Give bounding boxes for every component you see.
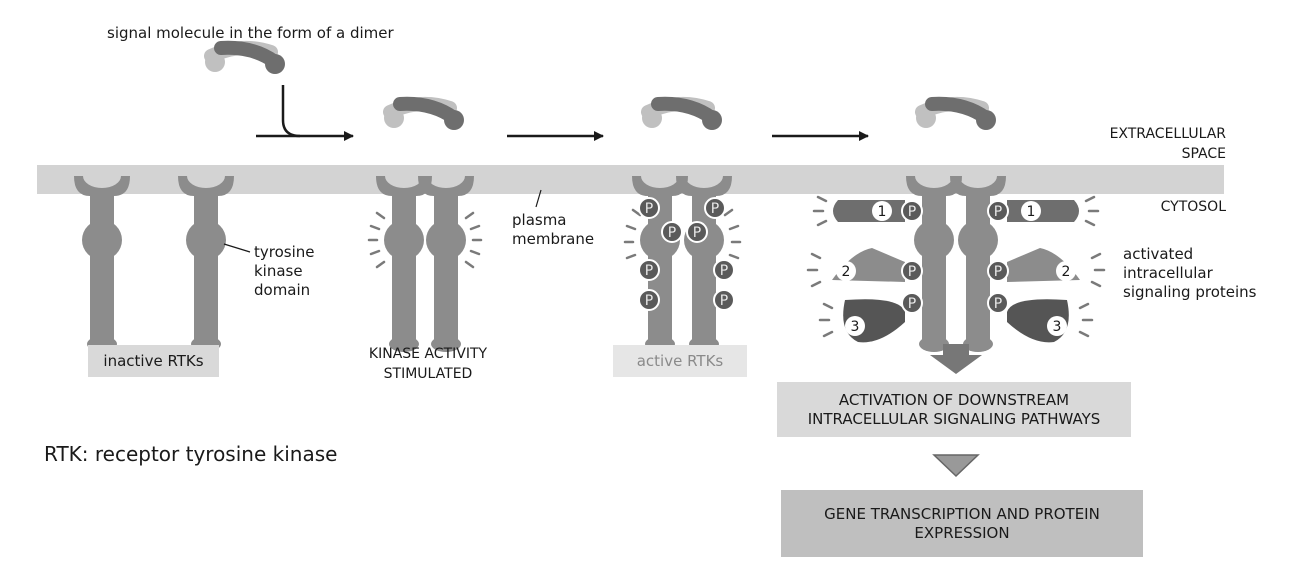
downstream-line2: INTRACELLULAR SIGNALING PATHWAYS bbox=[807, 409, 1101, 428]
label-kinase-activity-line2: STIMULATED bbox=[384, 366, 473, 382]
phosphate-marker: P bbox=[901, 200, 923, 222]
active-rtks-box: active RTKs bbox=[613, 345, 747, 377]
phosphate-marker-label: P bbox=[994, 264, 1002, 280]
phosphate-marker: P bbox=[987, 200, 1009, 222]
phosphate-marker-label: P bbox=[645, 293, 653, 309]
phosphate-marker: P bbox=[713, 289, 735, 311]
block-arrow-2 bbox=[932, 454, 980, 478]
phosphate-marker: P bbox=[638, 197, 660, 219]
phosphate-marker: P bbox=[901, 292, 923, 314]
label-kinase: kinase bbox=[254, 262, 303, 280]
phosphate-marker-label: P bbox=[908, 264, 916, 280]
signal-dimer-bound-3 bbox=[916, 104, 996, 130]
phosphate-marker: P bbox=[987, 260, 1009, 282]
protein-1-right-shape bbox=[1007, 200, 1079, 222]
gene-line2: EXPRESSION bbox=[914, 523, 1010, 542]
phosphate-marker-label: P bbox=[994, 296, 1002, 312]
arrow-binding bbox=[281, 85, 354, 141]
label-footnote: RTK: receptor tyrosine kinase bbox=[44, 442, 337, 466]
phosphate-marker-label: P bbox=[720, 263, 728, 279]
receptor-inactive-left bbox=[74, 176, 130, 352]
protein-number-badge-label: 3 bbox=[851, 319, 860, 335]
label-domain: domain bbox=[254, 281, 310, 299]
signaling-protein-rays bbox=[806, 195, 1106, 338]
phosphate-marker: P bbox=[638, 259, 660, 281]
label-extracellular-line1: EXTRACELLULAR bbox=[1110, 126, 1227, 142]
signal-dimer-free bbox=[205, 48, 285, 74]
label-plasma: plasma bbox=[512, 211, 567, 229]
protein-number-badge-label: 3 bbox=[1053, 319, 1062, 335]
label-membrane: membrane bbox=[512, 230, 594, 248]
inactive-rtks-box: inactive RTKs bbox=[88, 345, 219, 377]
phosphate-marker: P bbox=[901, 260, 923, 282]
active-rtks-label: active RTKs bbox=[636, 351, 724, 370]
gene-transcription-box: GENE TRANSCRIPTION AND PROTEIN EXPRESSIO… bbox=[781, 490, 1143, 557]
inactive-rtks-label: inactive RTKs bbox=[103, 351, 204, 370]
protein-number-badge-label: 1 bbox=[1027, 204, 1036, 220]
phosphate-marker-label: P bbox=[908, 204, 916, 220]
label-tyrosine: tyrosine bbox=[254, 243, 315, 261]
label-signal-molecule: signal molecule in the form of a dimer bbox=[107, 24, 395, 42]
phosphate-marker: P bbox=[661, 221, 683, 243]
phosphate-marker: P bbox=[713, 259, 735, 281]
protein-number-badge: 1 bbox=[872, 201, 892, 221]
phosphate-marker: P bbox=[987, 292, 1009, 314]
block-arrow-1 bbox=[930, 344, 982, 374]
protein-1-left-shape bbox=[833, 200, 905, 222]
leader-tyrosine-kinase bbox=[223, 243, 251, 253]
protein-number-badge-label: 2 bbox=[1062, 264, 1071, 280]
protein-number-badge: 2 bbox=[1056, 261, 1076, 281]
phosphate-marker: P bbox=[638, 289, 660, 311]
label-kinase-activity-line1: KINASE ACTIVITY bbox=[369, 346, 488, 362]
signal-dimer-bound-2 bbox=[642, 104, 722, 130]
receptor-inactive-right bbox=[178, 176, 234, 352]
protein-number-badge: 3 bbox=[845, 316, 865, 336]
label-intracellular: intracellular bbox=[1123, 264, 1214, 282]
phosphate-marker-label: P bbox=[908, 296, 916, 312]
phosphate-marker-label: P bbox=[711, 201, 719, 217]
plasma-membrane bbox=[37, 165, 1224, 194]
phosphate-marker-label: P bbox=[645, 201, 653, 217]
phosphate-marker-label: P bbox=[693, 225, 701, 241]
protein-number-badge: 1 bbox=[1021, 201, 1041, 221]
label-extracellular-line2: SPACE bbox=[1182, 146, 1226, 162]
protein-number-badge-label: 1 bbox=[878, 204, 887, 220]
phosphate-marker-label: P bbox=[645, 263, 653, 279]
protein-number-badge: 2 bbox=[836, 261, 856, 281]
receptor-stimulated-right bbox=[418, 176, 474, 352]
phosphate-marker: P bbox=[686, 221, 708, 243]
downstream-line1: ACTIVATION OF DOWNSTREAM bbox=[838, 390, 1070, 409]
kinase-activity-rays bbox=[367, 211, 483, 269]
phosphate-marker-label: P bbox=[668, 225, 676, 241]
downstream-pathways-box: ACTIVATION OF DOWNSTREAM INTRACELLULAR S… bbox=[777, 382, 1131, 437]
signal-dimer-bound-1 bbox=[384, 104, 464, 130]
protein-number-badge-label: 2 bbox=[842, 264, 851, 280]
leader-plasma-membrane bbox=[535, 189, 542, 208]
phosphate-marker-label: P bbox=[994, 204, 1002, 220]
label-signaling-proteins: signaling proteins bbox=[1123, 283, 1257, 301]
active-rtk-rays bbox=[623, 208, 742, 260]
gene-line1: GENE TRANSCRIPTION AND PROTEIN bbox=[824, 504, 1100, 523]
protein-number-badge: 3 bbox=[1047, 316, 1067, 336]
label-activated: activated bbox=[1123, 245, 1193, 263]
label-cytosol: CYTOSOL bbox=[1161, 199, 1227, 215]
phosphate-marker-label: P bbox=[720, 293, 728, 309]
receptor-stimulated-left bbox=[376, 176, 432, 352]
phosphate-marker: P bbox=[704, 197, 726, 219]
